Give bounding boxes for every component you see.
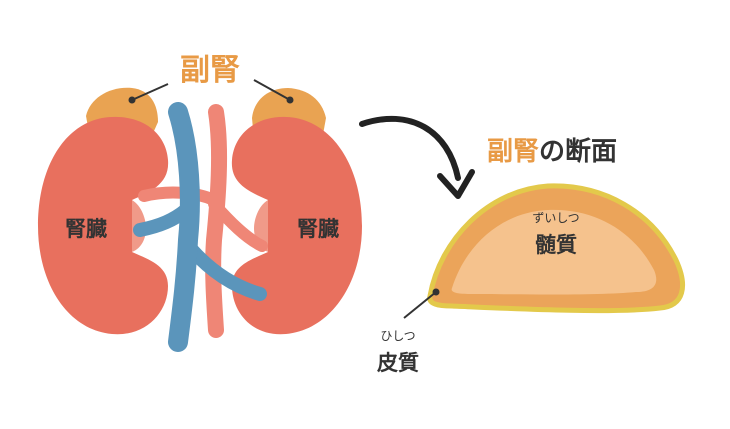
cortex-pointer-dot xyxy=(432,288,440,296)
cortex-ruby: ひしつ xyxy=(380,329,415,343)
adrenal-label: 副腎 xyxy=(180,53,240,88)
renal-vein-right xyxy=(185,243,267,301)
medulla-ruby: ずいしつ xyxy=(532,211,579,225)
aorta xyxy=(205,104,228,338)
adrenal-pointer-left xyxy=(131,83,169,101)
kidney-left-label: 腎臓 xyxy=(65,217,107,241)
kidney-right xyxy=(231,116,362,335)
section-title-accent: 副腎 xyxy=(487,137,539,167)
kidney-left xyxy=(38,116,169,335)
medulla-region xyxy=(451,209,657,295)
curved-arrow-head xyxy=(437,169,475,199)
adrenal-pointer-right xyxy=(253,79,291,101)
vena-cava xyxy=(168,102,200,352)
kidney-right-label: 腎臓 xyxy=(297,217,339,241)
cortex-pointer xyxy=(403,291,437,319)
section-title: 副腎の断面 xyxy=(487,136,617,167)
curved-arrow xyxy=(359,115,461,181)
cortex-label: 皮質 xyxy=(377,351,419,375)
medulla-label: 髄質 xyxy=(535,233,577,257)
adrenal-pointer-left-dot xyxy=(128,96,136,104)
renal-artery-left xyxy=(138,186,220,206)
section-title-rest: の断面 xyxy=(539,136,617,167)
adrenal-pointer-right-dot xyxy=(286,96,294,104)
